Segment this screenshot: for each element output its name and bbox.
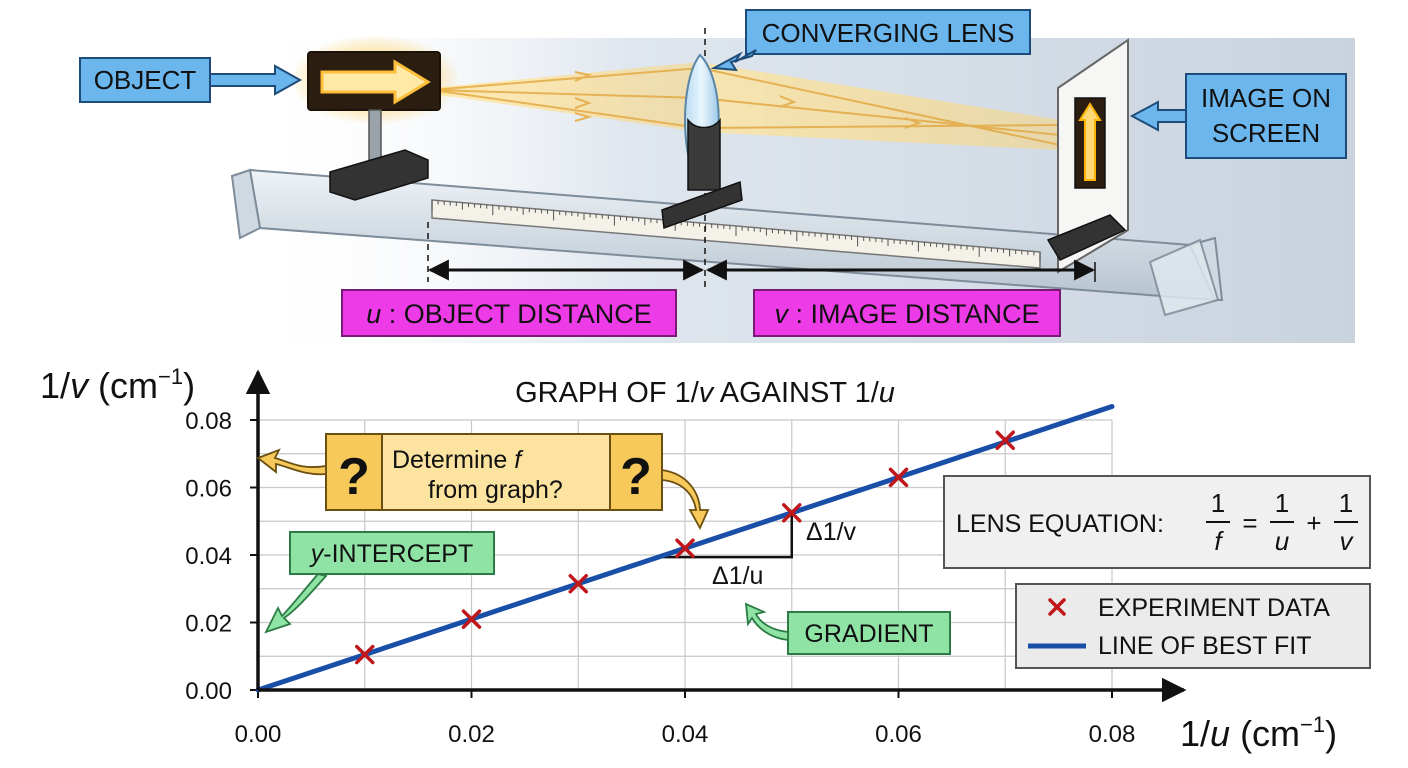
object-distance-symbol: u <box>366 299 381 329</box>
data-point-marker <box>461 609 482 629</box>
x-tick-label: 0.02 <box>448 721 495 748</box>
gradient-label: GRADIENT <box>804 620 933 648</box>
tick-labels: 0.00 0.02 0.04 0.06 0.08 0.00 0.02 0.04 0.06 0.08 <box>185 408 1135 748</box>
lens-equation-prefix: LENS EQUATION: <box>956 510 1164 538</box>
converging-lens <box>661 28 743 290</box>
data-point-marker <box>782 503 802 523</box>
image-on-screen-label-line1: IMAGE ON <box>1201 83 1331 113</box>
y-axis-label: 1/v (cm−1) <box>40 364 195 406</box>
intercept-pointer-arrow <box>256 448 327 476</box>
determine-f-callout: ? ? Determine f from graph? <box>256 433 710 531</box>
svg-text:u : OBJECT DISTANCE: u : OBJECT DISTANCE <box>366 299 652 329</box>
legend-line-of-best-fit: LINE OF BEST FIT <box>1098 632 1311 660</box>
gradient-triangle: Δ1/v Δ1/u <box>658 512 857 590</box>
delta-1u-label: Δ1/u <box>712 562 763 590</box>
object-pointer-arrow <box>209 64 303 96</box>
y-tick-label: 0.04 <box>185 543 232 570</box>
object-distance-label: : OBJECT DISTANCE <box>381 299 652 329</box>
x-tick-label: 0.08 <box>1089 721 1136 748</box>
legend-marker-x-icon <box>1048 598 1066 616</box>
object-arrow-board <box>290 35 460 201</box>
svg-text:+: + <box>1306 508 1321 538</box>
gradient-triangle-lines <box>658 512 793 559</box>
light-rays <box>431 62 1061 150</box>
svg-text:v: v <box>1340 526 1355 556</box>
determine-f-line1: Determine f <box>392 446 524 474</box>
graph-1v-vs-1u: GRAPH OF 1/v AGAINST 1/u 1/v (cm−1) 1/u … <box>40 364 1371 754</box>
lens-pointer-arrow <box>710 49 757 72</box>
lens-equation-box: LENS EQUATION: 1 f = 1 u + 1 v <box>943 475 1371 569</box>
y-intercept-pointer-arrow <box>264 572 328 634</box>
data-point-marker <box>888 467 909 488</box>
data-point-marker <box>675 538 695 558</box>
svg-text:1: 1 <box>1339 488 1353 518</box>
chart-title: GRAPH OF 1/v AGAINST 1/u <box>515 377 895 409</box>
data-point-marker <box>355 644 375 665</box>
y-intercept-label: y-INTERCEPT <box>309 540 474 568</box>
svg-text:u: u <box>1275 526 1289 556</box>
experiment-data-points <box>355 430 1015 665</box>
question-mark-icon: ? <box>338 448 370 506</box>
image-on-screen-label-line2: SCREEN <box>1212 118 1320 148</box>
y-tick-label: 0.06 <box>185 476 232 503</box>
svg-text:=: = <box>1242 508 1257 538</box>
svg-text:f: f <box>1214 526 1224 556</box>
x-tick-label: 0.06 <box>875 721 922 748</box>
lens-callout: CONVERGING LENS <box>710 9 1031 72</box>
data-point-marker <box>995 430 1015 450</box>
image-distance-callout: v : IMAGE DISTANCE <box>753 289 1061 337</box>
image-distance-label: : IMAGE DISTANCE <box>788 299 1040 329</box>
object-distance-callout: u : OBJECT DISTANCE <box>341 289 677 337</box>
svg-text:1: 1 <box>1211 488 1225 518</box>
projection-screen <box>1046 38 1129 274</box>
question-mark-icon: ? <box>620 448 652 506</box>
svg-text:1: 1 <box>1275 488 1289 518</box>
svg-text:v : IMAGE DISTANCE: v : IMAGE DISTANCE <box>774 299 1039 329</box>
y-tick-label: 0.08 <box>185 408 232 435</box>
converging-lens-label: CONVERGING LENS <box>762 18 1015 48</box>
y-intercept-callout: y-INTERCEPT <box>264 531 495 634</box>
y-tick-label: 0.02 <box>185 611 232 638</box>
x-axis-label: 1/u (cm−1) <box>1180 712 1337 754</box>
legend-experiment-data: EXPERIMENT DATA <box>1098 594 1330 622</box>
gradient-callout: GRADIENT <box>744 602 951 655</box>
delta-1v-label: Δ1/v <box>806 518 857 546</box>
chart-legend: EXPERIMENT DATA LINE OF BEST FIT <box>1015 583 1371 669</box>
image-distance-symbol: v <box>774 299 789 329</box>
determine-f-line2: from graph? <box>428 476 563 504</box>
optical-bench-apparatus: OBJECT CONVERGING LENS IMAGE ON SCREEN u… <box>79 9 1355 343</box>
data-point-marker <box>568 573 588 594</box>
object-callout: OBJECT <box>79 57 303 103</box>
x-tick-label: 0.04 <box>662 721 709 748</box>
gradient-pointer-arrow <box>661 468 710 531</box>
lens-equation-formula: 1 f = 1 u + 1 v <box>1206 488 1358 556</box>
y-tick-label: 0.00 <box>185 678 232 705</box>
x-tick-label: 0.00 <box>235 721 282 748</box>
image-on-screen-callout: IMAGE ON SCREEN <box>1129 73 1347 159</box>
distance-markers <box>427 222 1096 282</box>
object-label: OBJECT <box>94 65 197 95</box>
gradient-callout-pointer-arrow <box>744 602 789 642</box>
image-pointer-arrow <box>1129 100 1187 132</box>
